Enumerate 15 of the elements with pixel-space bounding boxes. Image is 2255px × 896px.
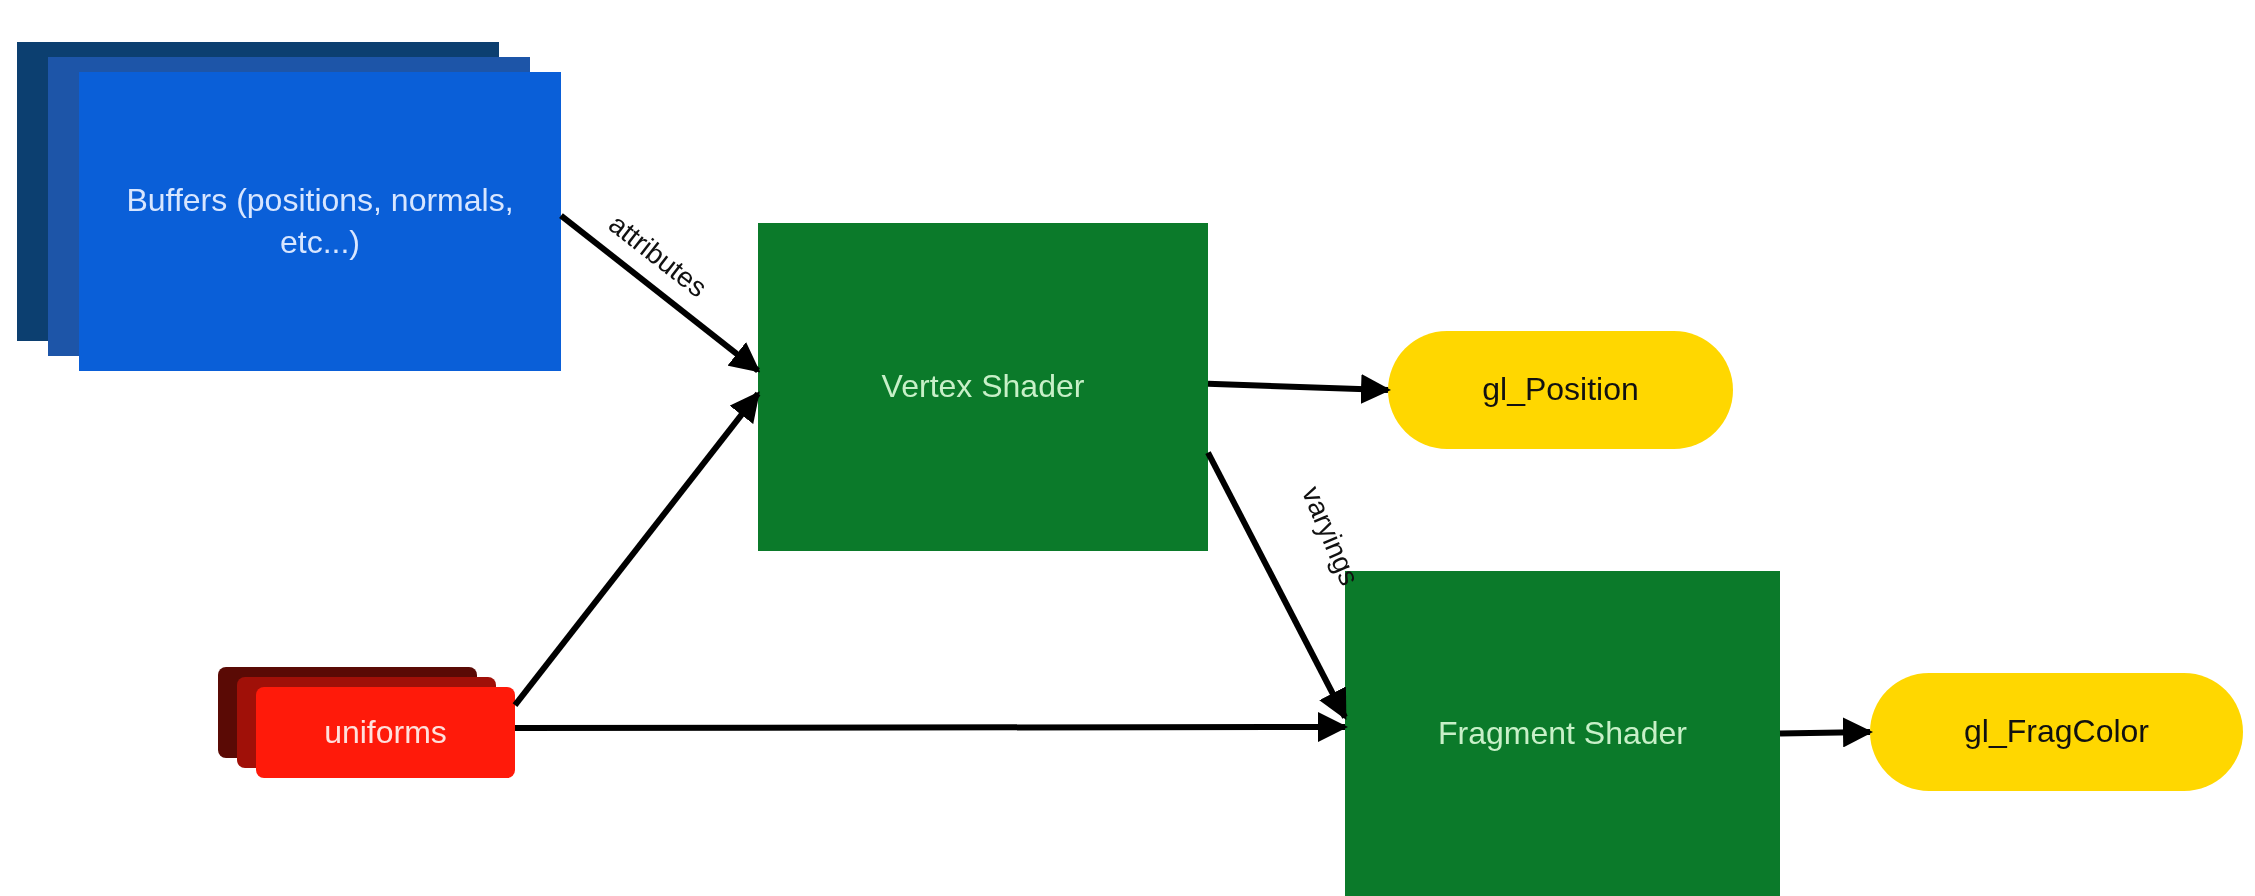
arrow xyxy=(1207,374,1391,405)
node-label: gl_Position xyxy=(1482,370,1639,410)
node-label: gl_FragColor xyxy=(1964,712,2149,752)
arrow xyxy=(559,213,761,373)
node-label: Vertex Shader xyxy=(881,367,1085,407)
arrow xyxy=(1205,451,1348,720)
arrow xyxy=(1779,717,1873,748)
process-box xyxy=(79,72,561,371)
arrow xyxy=(512,391,761,708)
process-box xyxy=(256,687,515,778)
arrow xyxy=(515,712,1348,743)
node-label: Fragment Shader xyxy=(1438,713,1687,753)
process-box xyxy=(758,223,1208,551)
node-label: uniforms xyxy=(324,712,447,752)
node-label: Buffers (positions, normals, etc...) xyxy=(125,180,515,262)
